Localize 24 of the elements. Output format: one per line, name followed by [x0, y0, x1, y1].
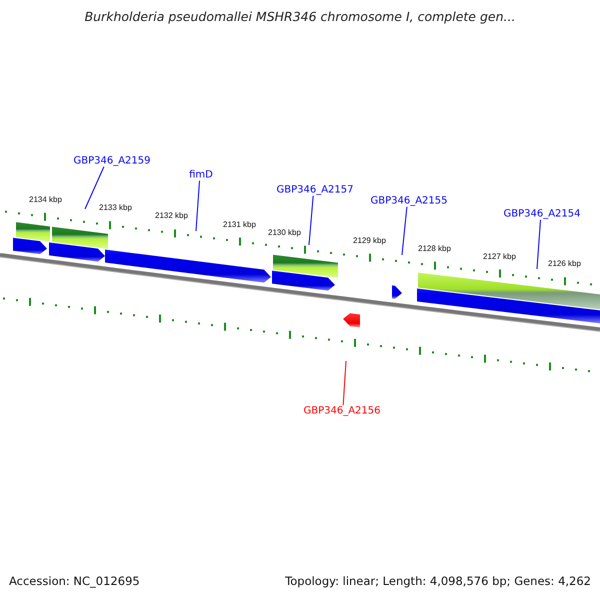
- leader-line: [536, 219, 541, 270]
- tick-label: 2132 kbp: [155, 211, 188, 221]
- leader-line: [196, 180, 200, 232]
- gene-label: fimD: [189, 169, 213, 181]
- tick-label: 2131 kbp: [223, 220, 256, 229]
- leader-line: [84, 166, 104, 210]
- tick-label: 2130 kbp: [268, 228, 301, 237]
- gene-label: GBP346_A2159: [73, 155, 151, 167]
- tick-label: 2129 kbp: [353, 236, 386, 245]
- gene-label: GBP346_A2156: [303, 405, 381, 417]
- gene-label: GBP346_A2154: [503, 208, 581, 220]
- accession-text: Accession: NC_012695: [9, 575, 140, 588]
- tick-label: 2126 kbp: [548, 259, 581, 268]
- leader-line: [342, 360, 346, 406]
- tick-label: 2133 kbp: [99, 203, 132, 212]
- tick-label: 2127 kbp: [483, 252, 516, 261]
- gene-label: GBP346_A2157: [276, 184, 354, 196]
- tick-label: 2128 kbp: [418, 244, 451, 253]
- title: Burkholderia pseudomallei MSHR346 chromosome I, complete gen...: [84, 10, 516, 24]
- genome-stats-text: Topology: linear; Length: 4,098,576 bp; Genes: 4,262: [285, 575, 591, 588]
- leader-line: [308, 195, 314, 246]
- gene-label: GBP346_A2155: [370, 195, 448, 207]
- leader-line: [402, 206, 408, 256]
- tick-label: 2134 kbp: [29, 194, 62, 204]
